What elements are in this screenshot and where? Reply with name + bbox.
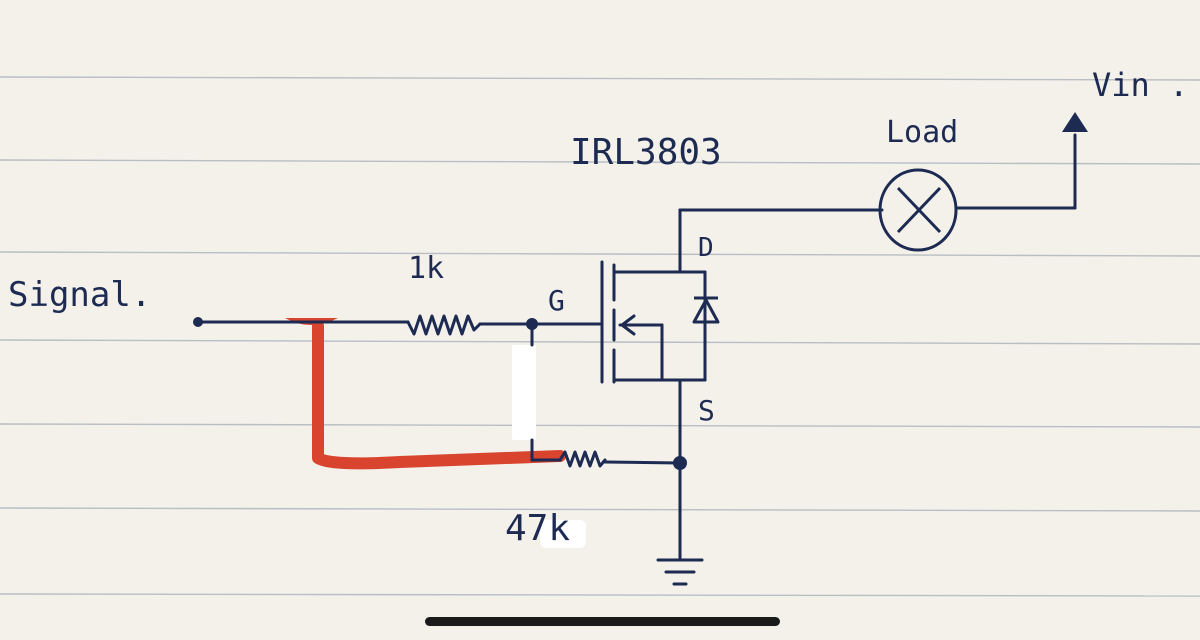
source-node-dot (673, 456, 687, 470)
resistor-47k-symbol (558, 450, 607, 468)
lamp-load-icon (878, 168, 958, 252)
resistor-47k-label: 47k (505, 508, 570, 549)
vin-arrow-icon (1062, 112, 1088, 132)
whiteout-patch (512, 345, 536, 440)
gate-node-dot (526, 318, 538, 330)
signal-input-terminal (193, 317, 203, 327)
source-label: S (698, 394, 715, 427)
part-number-label: IRL3803 (570, 132, 722, 173)
drain-label: D (698, 233, 714, 263)
whiteout-patch (540, 520, 586, 548)
signal-label: Signal. (8, 275, 151, 315)
load-label: Load (886, 115, 958, 150)
vin-label: Vin . (1092, 66, 1188, 104)
home-indicator-bar[interactable] (425, 617, 780, 626)
ruled-lines (0, 76, 1200, 597)
gate-label: G (548, 284, 565, 317)
ground-icon (656, 558, 704, 586)
resistor-1k-symbol (406, 314, 482, 336)
circuit-wires (196, 133, 1077, 562)
body-diode-symbol (692, 296, 720, 324)
resistor-1k-label: 1k (408, 251, 444, 286)
